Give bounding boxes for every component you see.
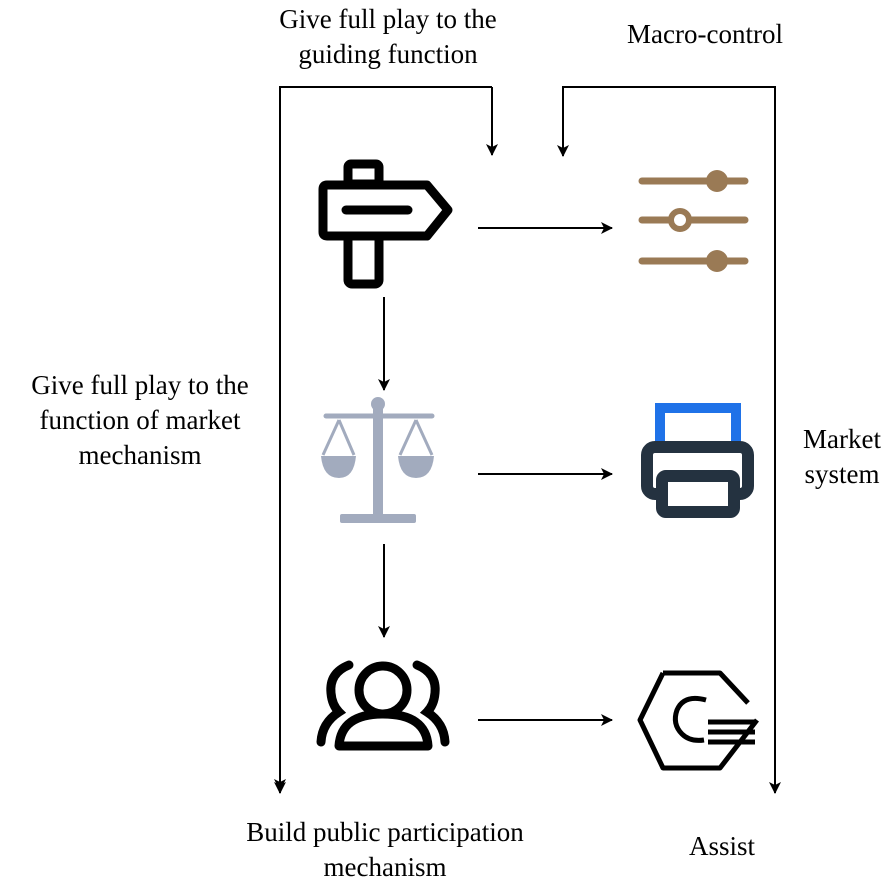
market-mechanism-label: Give full play to the function of market… <box>31 370 249 470</box>
printer-icon <box>641 403 754 518</box>
sliders-icon <box>638 170 749 272</box>
hexagon-lines-icon <box>637 670 759 771</box>
balance-scale-icon <box>321 397 435 523</box>
market-system-label: Market system <box>803 424 881 489</box>
signpost-icon <box>318 159 453 289</box>
public-participation-label: Build public participation mechanism <box>246 817 524 882</box>
assist-label: Assist <box>688 831 756 861</box>
guiding-bracket-line <box>274 86 492 791</box>
guiding-function-label: Give full play to the guiding function <box>279 4 497 69</box>
macro-control-bracket-line <box>562 86 776 790</box>
macro-control-label: Macro-control <box>627 19 783 49</box>
group-people-icon <box>316 660 450 751</box>
